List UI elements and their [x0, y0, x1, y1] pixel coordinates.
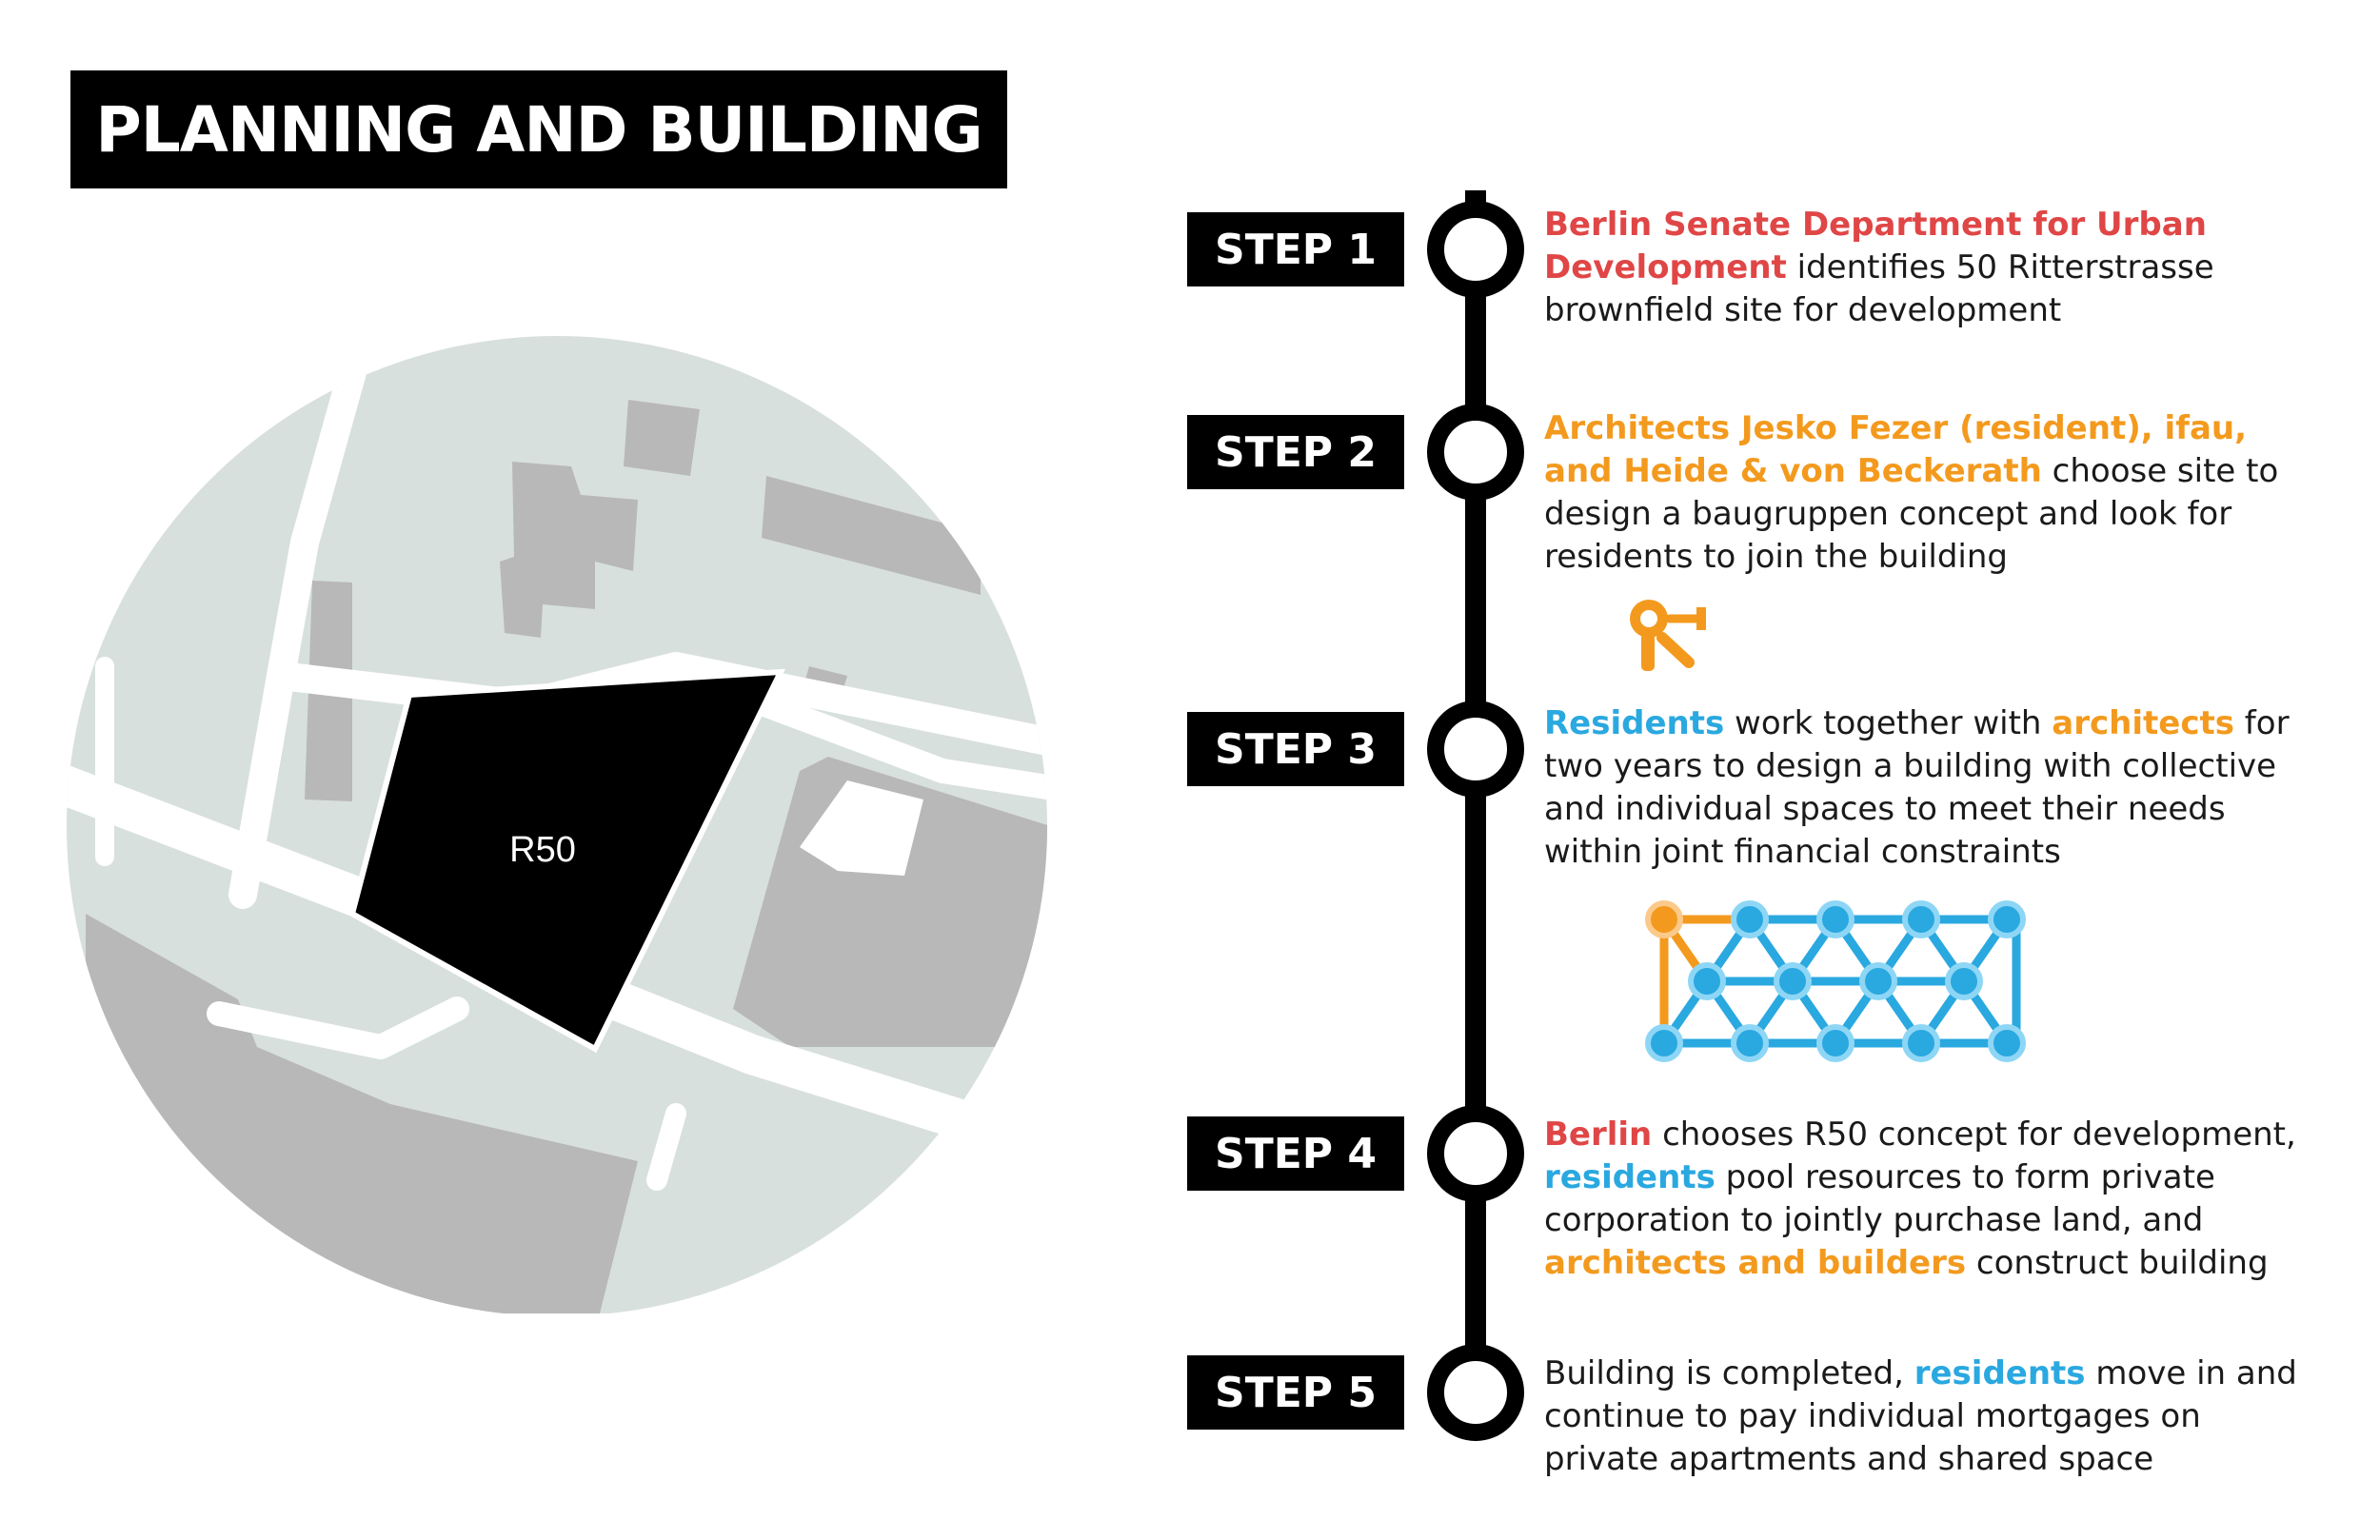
page-title: PLANNING AND BUILDING: [95, 92, 982, 167]
timeline-node-2: [1427, 404, 1524, 501]
step-1-agency: Berlin Senate Department for Urban Devel…: [1544, 206, 2207, 286]
step-2-text: Architects Jesko Fezer (resident), ifau,…: [1544, 407, 2325, 579]
timeline: [1427, 190, 1524, 1441]
map-road: [228, 336, 376, 909]
map-building: [762, 476, 981, 595]
step-4-action-3: construct building: [1966, 1244, 2269, 1282]
step-4-residents: residents: [1544, 1158, 1716, 1196]
step-4-text: Berlin chooses R50 concept for developme…: [1544, 1114, 2325, 1285]
step-5-label: STEP 5: [1187, 1355, 1404, 1430]
step-5-text: Building is completed, residents move in…: [1544, 1352, 2325, 1481]
step-1-action: identifies 50 Ritterstrasse brownfield s…: [1544, 248, 2214, 329]
title-banner: PLANNING AND BUILDING: [70, 70, 1007, 188]
step-4-action-1: chooses R50 concept for development,: [1652, 1116, 2296, 1154]
timeline-node-4: [1427, 1105, 1524, 1202]
timeline-node-3: [1427, 701, 1524, 798]
step-3-action: for two years to design a building with …: [1544, 704, 2290, 871]
step-2-action: choose site to design a baugruppen conce…: [1544, 452, 2279, 576]
step-5-action-1: Building is completed,: [1544, 1354, 1914, 1392]
residents-network-icon: [1645, 900, 2026, 1062]
map-road: [207, 997, 469, 1059]
step-1-text: Berlin Senate Department for Urban Devel…: [1544, 204, 2325, 332]
map-courtyard: [800, 780, 923, 876]
step-5-residents: residents: [1914, 1354, 2086, 1392]
map-road: [646, 1103, 686, 1191]
step-4-berlin: Berlin: [1544, 1116, 1653, 1154]
step-3-text: Residents work together with architects …: [1544, 702, 2325, 874]
step-4-action-2: pool resources to form private corporati…: [1544, 1158, 2215, 1239]
step-5-action-2: move in and continue to pay individual m…: [1544, 1354, 2297, 1478]
step-2-label: STEP 2: [1187, 415, 1404, 489]
architect-person-icon: [1630, 600, 1706, 671]
step-1-label: STEP 1: [1187, 212, 1404, 286]
step-3-architects: architects: [2052, 704, 2234, 742]
site-map: R50: [67, 336, 1047, 1313]
step-3-label: STEP 3: [1187, 712, 1404, 786]
step-3-residents: Residents: [1544, 704, 1725, 742]
map-building: [500, 462, 638, 638]
timeline-node-1: [1427, 201, 1524, 298]
step-4-builders: architects and builders: [1544, 1244, 1967, 1282]
site-label: R50: [509, 830, 576, 870]
map-road: [702, 673, 1047, 802]
map-building: [624, 400, 700, 476]
site-r50: [348, 668, 785, 1054]
step-4-label: STEP 4: [1187, 1116, 1404, 1191]
timeline-node-5: [1427, 1344, 1524, 1441]
step-2-architects: Architects Jesko Fezer (resident), ifau,…: [1544, 409, 2248, 490]
step-3-connector: work together with: [1724, 704, 2053, 742]
